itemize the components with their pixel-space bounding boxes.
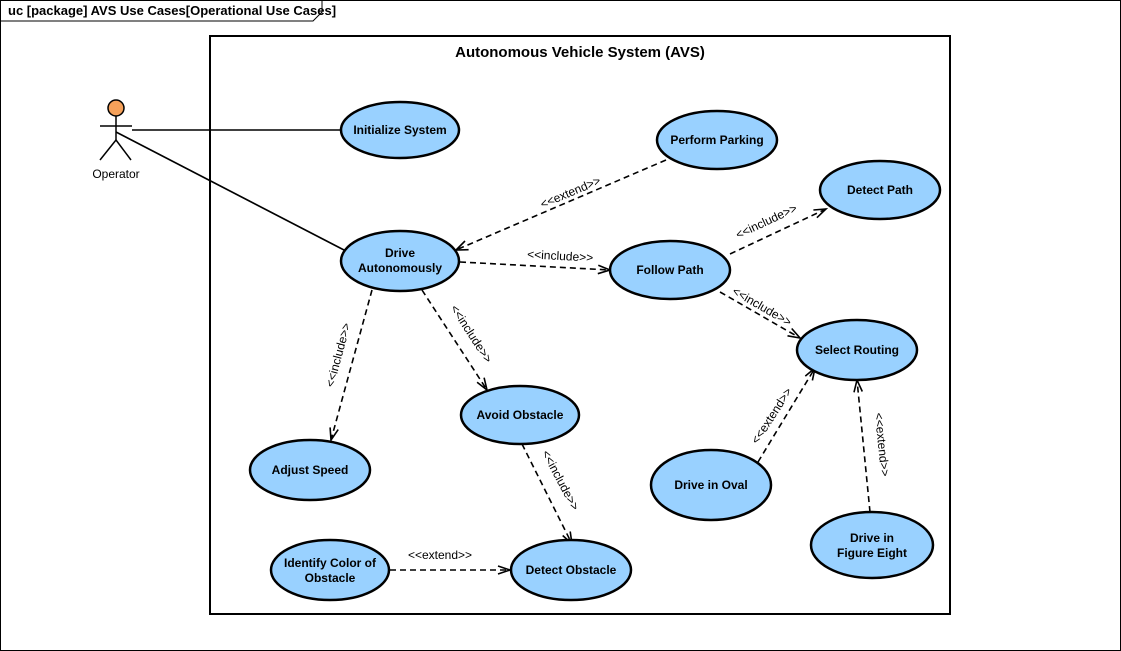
frame-tab bbox=[0, 0, 323, 22]
usecase-select-routing[interactable]: Select Routing bbox=[795, 318, 919, 382]
svg-text:Initialize System: Initialize System bbox=[353, 123, 446, 137]
usecase-identify-color-of-obstacle[interactable]: Identify Color of Obstacle bbox=[269, 538, 391, 602]
usecase-follow-path[interactable]: Follow Path bbox=[608, 239, 732, 301]
svg-text:Identify Color of: Identify Color of bbox=[284, 556, 377, 570]
svg-text:Autonomously: Autonomously bbox=[358, 261, 442, 275]
svg-text:Obstacle: Obstacle bbox=[305, 571, 356, 585]
system-title: Autonomous Vehicle System (AVS) bbox=[455, 44, 705, 61]
label-follow-include: <<include>> bbox=[527, 247, 594, 264]
actor-right-leg bbox=[115, 139, 132, 161]
svg-text:Drive in: Drive in bbox=[850, 531, 894, 545]
usecase-adjust-speed[interactable]: Adjust Speed bbox=[248, 438, 372, 502]
svg-text:Figure Eight: Figure Eight bbox=[837, 546, 907, 560]
usecase-initialize-system[interactable]: Initialize System bbox=[339, 100, 461, 160]
svg-text:Follow Path: Follow Path bbox=[636, 263, 703, 277]
svg-text:Detect Path: Detect Path bbox=[847, 183, 913, 197]
svg-text:Avoid Obstacle: Avoid Obstacle bbox=[477, 408, 564, 422]
svg-text:Adjust Speed: Adjust Speed bbox=[272, 463, 349, 477]
actor-left-leg bbox=[99, 139, 117, 161]
usecase-detect-obstacle[interactable]: Detect Obstacle bbox=[509, 538, 633, 602]
svg-text:Drive in Oval: Drive in Oval bbox=[674, 478, 747, 492]
usecase-drive-in-figure-eight[interactable]: Drive in Figure Eight bbox=[809, 510, 935, 580]
actor-head bbox=[107, 99, 125, 117]
dep-follow-include: <<include>> bbox=[459, 247, 613, 275]
actor-label: Operator bbox=[92, 167, 139, 181]
svg-text:Select Routing: Select Routing bbox=[815, 343, 899, 357]
usecase-avoid-obstacle[interactable]: Avoid Obstacle bbox=[459, 384, 581, 446]
system-boundary bbox=[209, 35, 951, 615]
operator-actor[interactable]: Operator bbox=[92, 99, 140, 181]
svg-text:Detect Obstacle: Detect Obstacle bbox=[526, 563, 617, 577]
usecase-perform-parking[interactable]: Perform Parking bbox=[655, 109, 779, 171]
svg-text:Perform Parking: Perform Parking bbox=[670, 133, 763, 147]
svg-text:Drive: Drive bbox=[385, 246, 415, 260]
label-identify-color-extend: <<extend>> bbox=[408, 548, 472, 562]
dep-figure-eight-extend: <<extend>> bbox=[853, 377, 893, 513]
frame-title: uc [package] AVS Use Cases[Operational U… bbox=[8, 3, 336, 18]
association-drive-autonomously bbox=[115, 131, 345, 251]
usecase-detect-path[interactable]: Detect Path bbox=[818, 159, 942, 221]
label-figure-eight-extend: <<extend>> bbox=[872, 412, 893, 477]
usecase-drive-autonomously[interactable]: Drive Autonomously bbox=[339, 229, 461, 293]
usecase-drive-in-oval[interactable]: Drive in Oval bbox=[649, 448, 773, 522]
